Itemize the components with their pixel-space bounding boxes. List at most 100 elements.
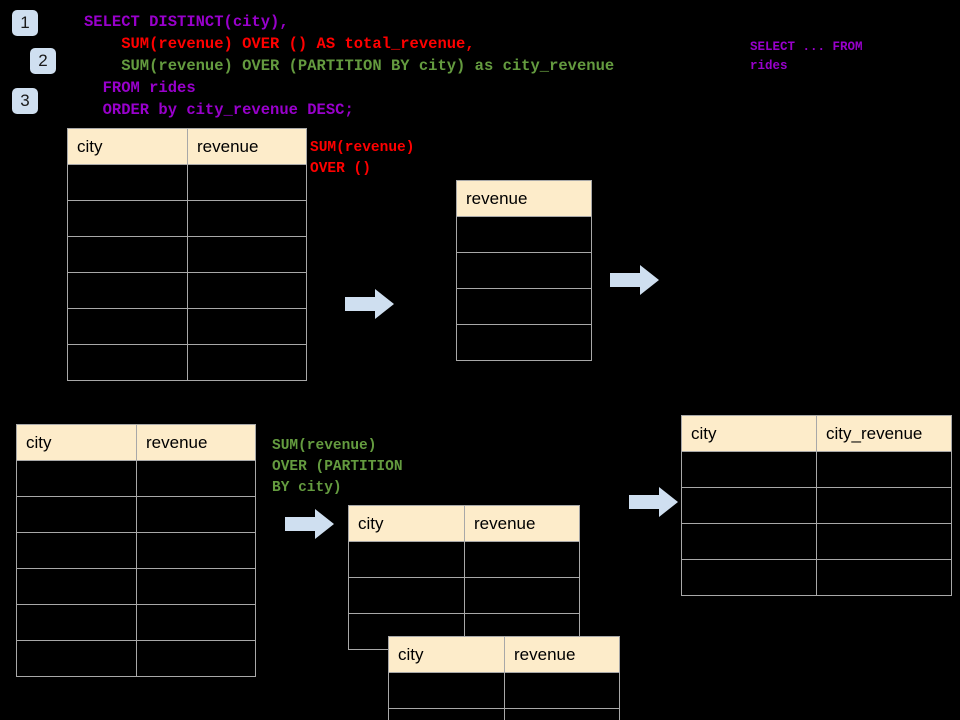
table-cell-empty (464, 577, 580, 614)
table-row (67, 164, 307, 201)
table-cell-empty (504, 708, 620, 720)
table-cell-empty (187, 344, 307, 381)
table-row (681, 487, 952, 524)
table-rides-bottom: city revenue (16, 424, 256, 677)
table-cell-empty (681, 559, 817, 596)
table-header-row: revenue (456, 180, 592, 217)
table-row (456, 324, 592, 361)
step-badge-3: 3 (12, 88, 38, 114)
table-cell-empty (388, 672, 505, 709)
table-row (16, 604, 256, 641)
table-cell-empty (187, 308, 307, 345)
table-cell-empty (187, 272, 307, 309)
column-header-revenue: revenue (456, 180, 592, 217)
table-cell-empty (136, 532, 256, 569)
table-row (16, 640, 256, 677)
column-header-revenue: revenue (187, 128, 307, 165)
table-row (456, 216, 592, 253)
table-cell-empty (67, 236, 188, 273)
table-body (16, 460, 256, 677)
query-line-from: FROM rides (84, 79, 196, 97)
table-body (67, 164, 307, 381)
column-header-city: city (67, 128, 188, 165)
table-body (681, 451, 952, 596)
annotation-city-revenue: SUM(revenue) OVER (PARTITION BY city) (272, 438, 403, 496)
table-cell-empty (136, 640, 256, 677)
table-cell-empty (67, 164, 188, 201)
table-cell-empty (681, 487, 817, 524)
table-row (388, 672, 620, 709)
table-row (388, 708, 620, 720)
table-revenue-only: revenue (456, 180, 592, 361)
table-cell-empty (464, 541, 580, 578)
table-row (16, 496, 256, 533)
table-cell-empty (16, 568, 137, 605)
table-header-row: city revenue (16, 424, 256, 461)
table-cell-empty (136, 496, 256, 533)
side-note-line-1: SELECT ... FROM (750, 40, 863, 54)
table-row (16, 460, 256, 497)
table-cell-empty (388, 708, 505, 720)
table-cell-empty (16, 532, 137, 569)
table-row (67, 200, 307, 237)
table-cell-empty (816, 451, 952, 488)
table-cell-empty (348, 541, 465, 578)
query-line-city-revenue: SUM(revenue) OVER (PARTITION BY city) as… (84, 57, 615, 75)
column-header-city: city (348, 505, 465, 542)
table-header-row: city city_revenue (681, 415, 952, 452)
table-row (348, 541, 580, 578)
table-row (681, 451, 952, 488)
query-line-total-revenue: SUM(revenue) OVER () AS total_revenue, (84, 35, 475, 53)
table-cell-empty (16, 604, 137, 641)
table-cell-empty (136, 568, 256, 605)
table-cell-empty (187, 164, 307, 201)
arrow-bottom-left-icon (285, 509, 334, 539)
annotation-total-revenue: SUM(revenue) OVER () (310, 140, 415, 177)
table-cell-empty (456, 252, 592, 289)
table-cell-empty (187, 200, 307, 237)
table-cell-empty (67, 308, 188, 345)
table-cell-empty (16, 640, 137, 677)
column-header-city: city (16, 424, 137, 461)
table-row (16, 568, 256, 605)
column-header-city-revenue: city_revenue (816, 415, 952, 452)
arrow-top-right-icon (610, 265, 659, 295)
column-header-revenue: revenue (504, 636, 620, 673)
table-cell-empty (67, 344, 188, 381)
arrow-bottom-right-icon (629, 487, 678, 517)
step-badge-2: 2 (30, 48, 56, 74)
step-badge-1: 1 (12, 10, 38, 36)
table-cell-empty (67, 272, 188, 309)
table-row (456, 252, 592, 289)
table-body (388, 672, 620, 720)
table-row (681, 523, 952, 560)
table-row (67, 308, 307, 345)
table-rides-top: city revenue (67, 128, 307, 381)
table-cell-empty (816, 523, 952, 560)
table-cell-empty (504, 672, 620, 709)
table-cell-empty (16, 496, 137, 533)
table-row (456, 288, 592, 325)
arrow-top-left-icon (345, 289, 394, 319)
table-row (67, 344, 307, 381)
side-note-line-2: rides (750, 59, 788, 73)
column-header-revenue: revenue (136, 424, 256, 461)
table-header-row: city revenue (67, 128, 307, 165)
table-cell-empty (348, 577, 465, 614)
table-cell-empty (456, 324, 592, 361)
table-cell-empty (816, 487, 952, 524)
table-body (456, 216, 592, 361)
table-partition-back: city revenue (348, 505, 580, 650)
query-line-order-by: ORDER by city_revenue DESC; (84, 101, 354, 119)
table-row (67, 236, 307, 273)
table-cell-empty (136, 604, 256, 641)
table-cell-empty (681, 451, 817, 488)
column-header-city: city (681, 415, 817, 452)
table-body (348, 541, 580, 650)
table-row (681, 559, 952, 596)
table-cell-empty (136, 460, 256, 497)
table-cell-empty (816, 559, 952, 596)
table-header-row: city revenue (348, 505, 580, 542)
query-line-select: SELECT DISTINCT(city), (84, 13, 289, 31)
